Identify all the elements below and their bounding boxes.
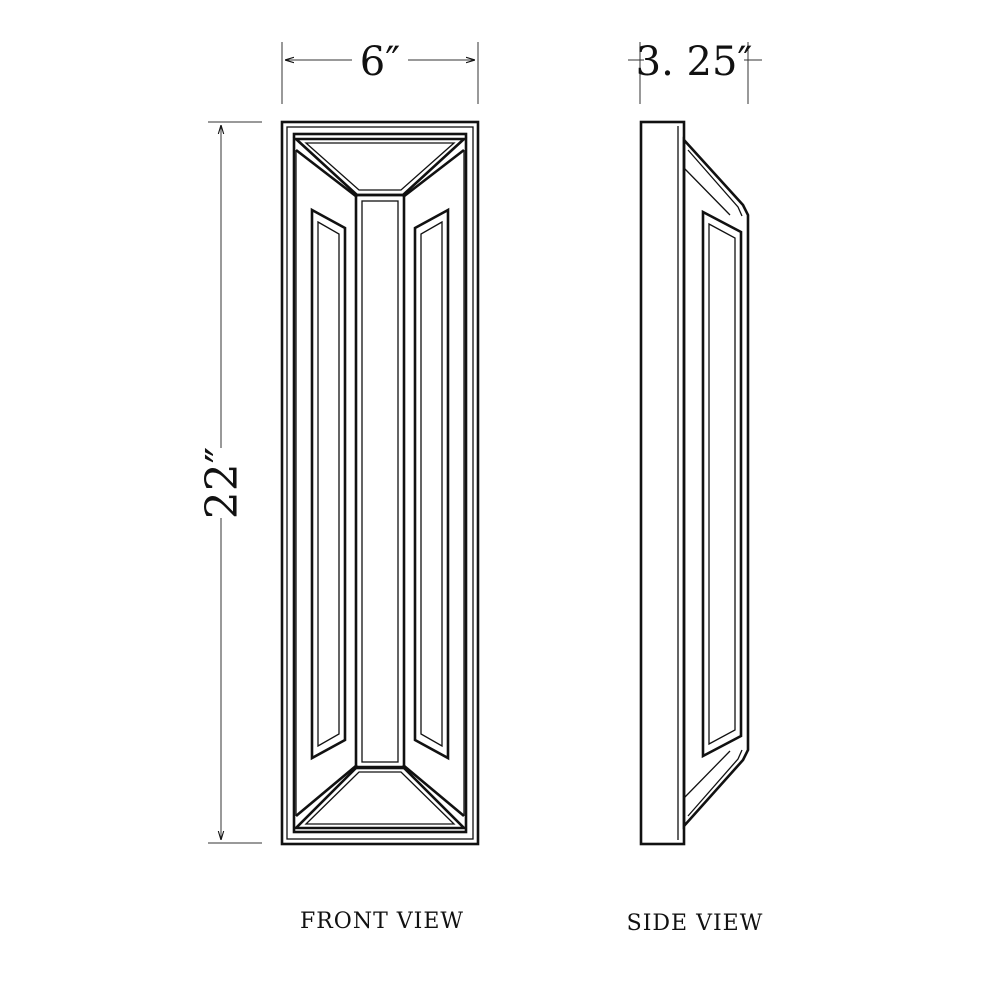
width-dimension: 6″ <box>281 34 479 104</box>
side-housing-inner-top <box>687 149 743 217</box>
width-label: 6″ <box>360 39 400 85</box>
front-left-panel-inner <box>317 220 340 748</box>
side-panel-inner <box>708 222 736 746</box>
front-backplate <box>292 132 468 834</box>
side-housing-ridge-top <box>683 167 731 216</box>
side-panel <box>701 209 743 759</box>
front-bottom-bevel <box>292 765 468 830</box>
front-view <box>280 120 480 846</box>
front-left-diagonal-outer-bottom <box>295 764 358 817</box>
depth-label: 3. 25″ <box>636 39 753 85</box>
width-label-bg <box>352 34 408 80</box>
side-housing-ridge-bottom <box>683 750 731 799</box>
front-left-diagonal-outer <box>295 148 358 199</box>
front-view-caption: FRONT VIEW <box>300 909 464 934</box>
front-top-bevel <box>292 137 468 197</box>
front-right-panel-inner <box>420 220 443 748</box>
front-outer-frame <box>280 120 480 846</box>
side-view <box>639 120 750 846</box>
side-housing <box>682 136 750 830</box>
front-right-panel <box>413 207 450 761</box>
front-inner-frame <box>286 126 474 840</box>
side-view-caption: SIDE VIEW <box>627 911 764 936</box>
front-right-diagonal-outer-bottom <box>402 764 465 817</box>
front-top-bevel-inner <box>304 142 456 191</box>
front-center-column-inner <box>361 200 399 763</box>
depth-dimension: 3. 25″ <box>628 34 762 104</box>
side-housing-inner-bottom <box>687 749 743 817</box>
height-label-bg <box>198 448 244 518</box>
height-label: 22″ <box>197 447 248 519</box>
front-right-diagonal-outer <box>402 148 465 199</box>
front-center-column <box>354 193 406 770</box>
front-left-panel <box>310 207 347 761</box>
depth-label-bg <box>644 34 744 80</box>
front-bottom-bevel-inner <box>304 771 456 825</box>
height-dimension: 22″ <box>197 121 262 844</box>
